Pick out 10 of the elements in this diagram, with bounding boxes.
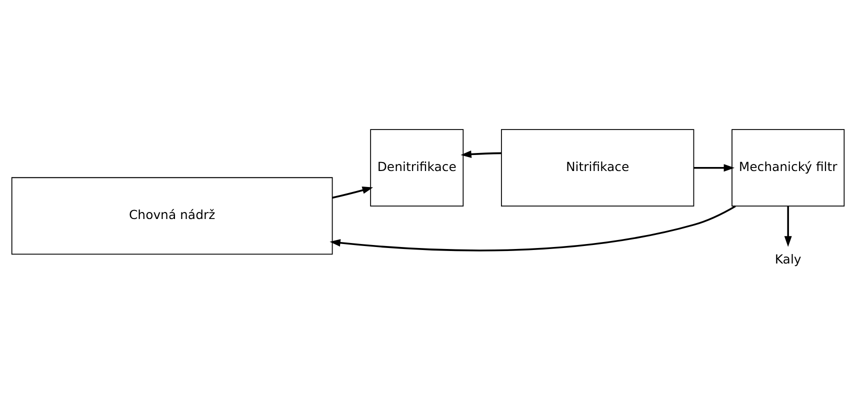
node-box: Nitrifikace [501,129,694,207]
arrow [694,164,734,172]
node-box: Denitrifikace [370,129,464,207]
node-box: Chovná nádrž [11,177,333,255]
arrow [332,186,374,199]
node-box: Mechanický filtr [732,129,845,207]
arrow [330,205,736,252]
arrow [784,206,792,247]
arrow [460,150,502,158]
node-text: Kaly [774,252,802,267]
